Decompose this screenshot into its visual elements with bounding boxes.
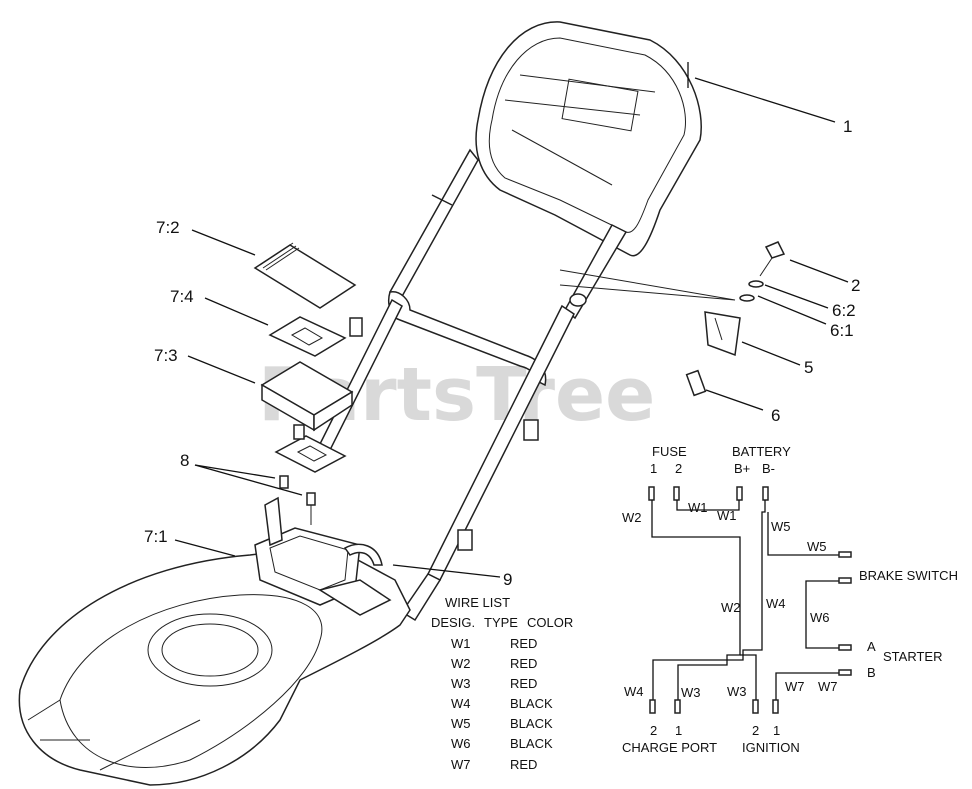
wire-label-w5: W5 [771, 519, 791, 534]
label-fuse-2: 2 [675, 461, 682, 476]
wire-label-w4: W4 [766, 596, 786, 611]
label-fuse: FUSE [652, 444, 687, 459]
part-6-2-washer [748, 280, 764, 288]
label-ignition-1: 1 [773, 723, 780, 738]
wire-label-w6: W6 [810, 610, 830, 625]
mower-deck [18, 496, 411, 786]
wire-list-desig: W2 [451, 656, 471, 671]
wire-label-w1: W1 [717, 508, 737, 523]
part-bracket [274, 424, 347, 473]
wire-list-color: RED [510, 656, 537, 671]
label-charge-2: 2 [650, 723, 657, 738]
wire-label-w3: W3 [727, 684, 747, 699]
wire-label-w1: W1 [688, 500, 708, 515]
callout-6-1: 6:1 [830, 321, 854, 340]
label-starter-a: A [867, 639, 876, 654]
wire-list-desig: W6 [451, 736, 471, 751]
wire-list: WIRE LIST DESIG. TYPE COLOR W1 RED W2 RE… [431, 595, 573, 772]
callout-1: 1 [843, 117, 852, 136]
label-ignition: IGNITION [742, 740, 800, 755]
leader-lines [174, 62, 849, 578]
part-6-switch [685, 369, 707, 397]
wire-list-color: BLACK [510, 736, 553, 751]
label-starter: STARTER [883, 649, 942, 664]
label-fuse-1: 1 [650, 461, 657, 476]
callouts: 1 2 6:2 6:1 5 6 7:2 7:4 7:3 8 7:1 9 [144, 117, 860, 589]
wire-list-desig: W1 [451, 636, 471, 651]
part-6-1-washer [739, 294, 755, 302]
wire-label-w7: W7 [818, 679, 838, 694]
wire-label-w7: W7 [785, 679, 805, 694]
part-7-2-cover [253, 242, 357, 309]
callout-7-2: 7:2 [156, 218, 180, 237]
wire-list-header-type: TYPE [484, 615, 518, 630]
label-b-minus: B- [762, 461, 775, 476]
wire-label-w5: W5 [807, 539, 827, 554]
wiring-schematic: FUSE 1 2 BATTERY B+ B- [622, 444, 958, 755]
part-8-screws [279, 475, 316, 525]
wire-list-desig: W4 [451, 696, 471, 711]
wire-list-color: BLACK [510, 716, 553, 731]
wire-label-w4: W4 [624, 684, 644, 699]
callout-8: 8 [180, 451, 189, 470]
wire-list-color: RED [510, 676, 537, 691]
label-brake-switch: BRAKE SWITCH [859, 568, 958, 583]
handle-assembly [314, 21, 736, 622]
wire-label-w3: W3 [681, 685, 701, 700]
label-ignition-2: 2 [752, 723, 759, 738]
callout-7-1: 7:1 [144, 527, 168, 546]
wire-list-title: WIRE LIST [445, 595, 510, 610]
wire-list-header-color: COLOR [527, 615, 573, 630]
label-battery: BATTERY [732, 444, 791, 459]
callout-7-4: 7:4 [170, 287, 194, 306]
wire-label-w2: W2 [622, 510, 642, 525]
label-starter-b: B [867, 665, 876, 680]
wire-list-color: BLACK [510, 696, 553, 711]
callout-5: 5 [804, 358, 813, 377]
label-b-plus: B+ [734, 461, 750, 476]
wire-list-color: RED [510, 757, 537, 772]
wire-list-header-desig: DESIG. [431, 615, 475, 630]
wire-list-desig: W5 [451, 716, 471, 731]
wire-list-desig: W7 [451, 757, 471, 772]
part-5-housing [704, 311, 741, 357]
callout-6-2: 6:2 [832, 301, 856, 320]
wire-list-desig: W3 [451, 676, 471, 691]
part-7-4-gasket [268, 316, 347, 357]
label-charge-1: 1 [675, 723, 682, 738]
part-2-key [759, 241, 786, 277]
wire-list-color: RED [510, 636, 537, 651]
callout-6: 6 [771, 406, 780, 425]
callout-2: 2 [851, 276, 860, 295]
part-7-3-box [260, 361, 354, 432]
callout-9: 9 [503, 570, 512, 589]
label-charge-port: CHARGE PORT [622, 740, 717, 755]
callout-7-3: 7:3 [154, 346, 178, 365]
wire-label-w2: W2 [721, 600, 741, 615]
